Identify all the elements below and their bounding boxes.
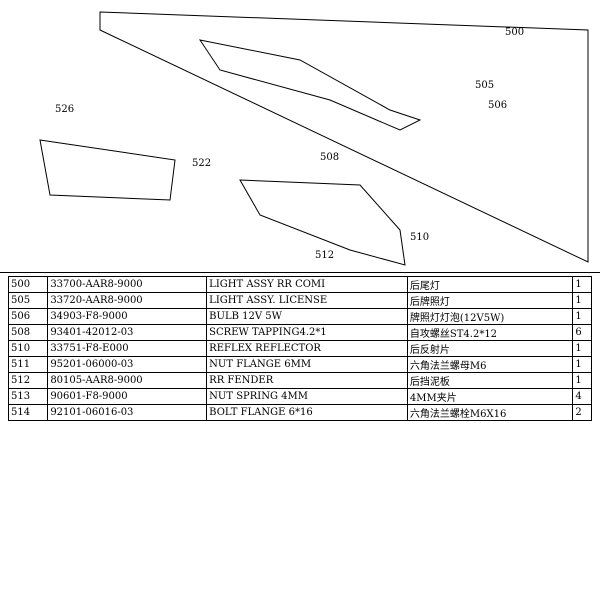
parts-diagram: 500 505 506 526 522 508 510 512 [0,11,600,273]
callout: 500 [505,27,524,38]
callout: 522 [192,158,211,169]
callout: 506 [488,100,507,111]
callout: 508 [320,152,339,163]
callout: 526 [55,104,74,115]
callout: 505 [475,80,494,91]
callout: 510 [410,232,429,243]
callout: 512 [315,250,334,261]
